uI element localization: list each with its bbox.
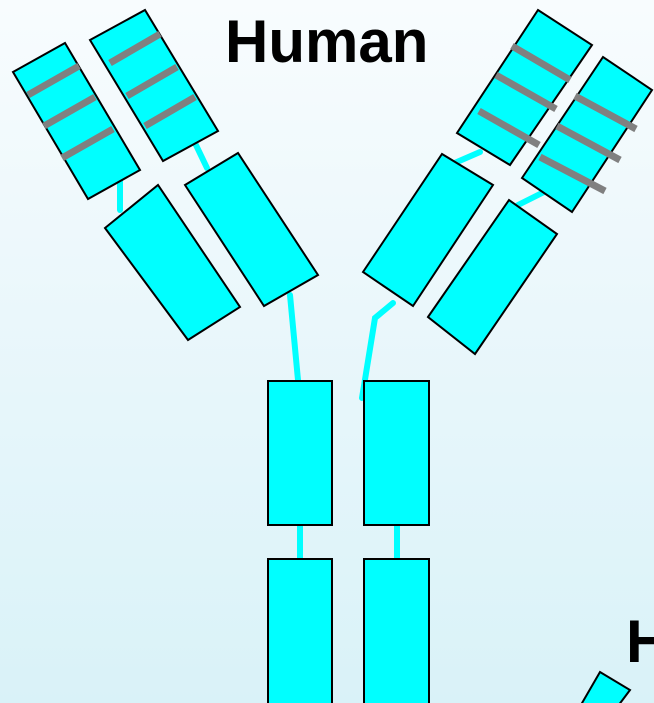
left-arm-linker-inner [195,143,207,168]
left-lower-stem-domain [268,559,332,703]
right-lower-stem-domain [364,559,429,703]
left-hinge-linker [290,295,298,380]
partial-offscreen-domain [578,672,630,703]
right-upper-stem-domain [364,381,429,525]
left-upper-stem-domain [268,381,332,525]
